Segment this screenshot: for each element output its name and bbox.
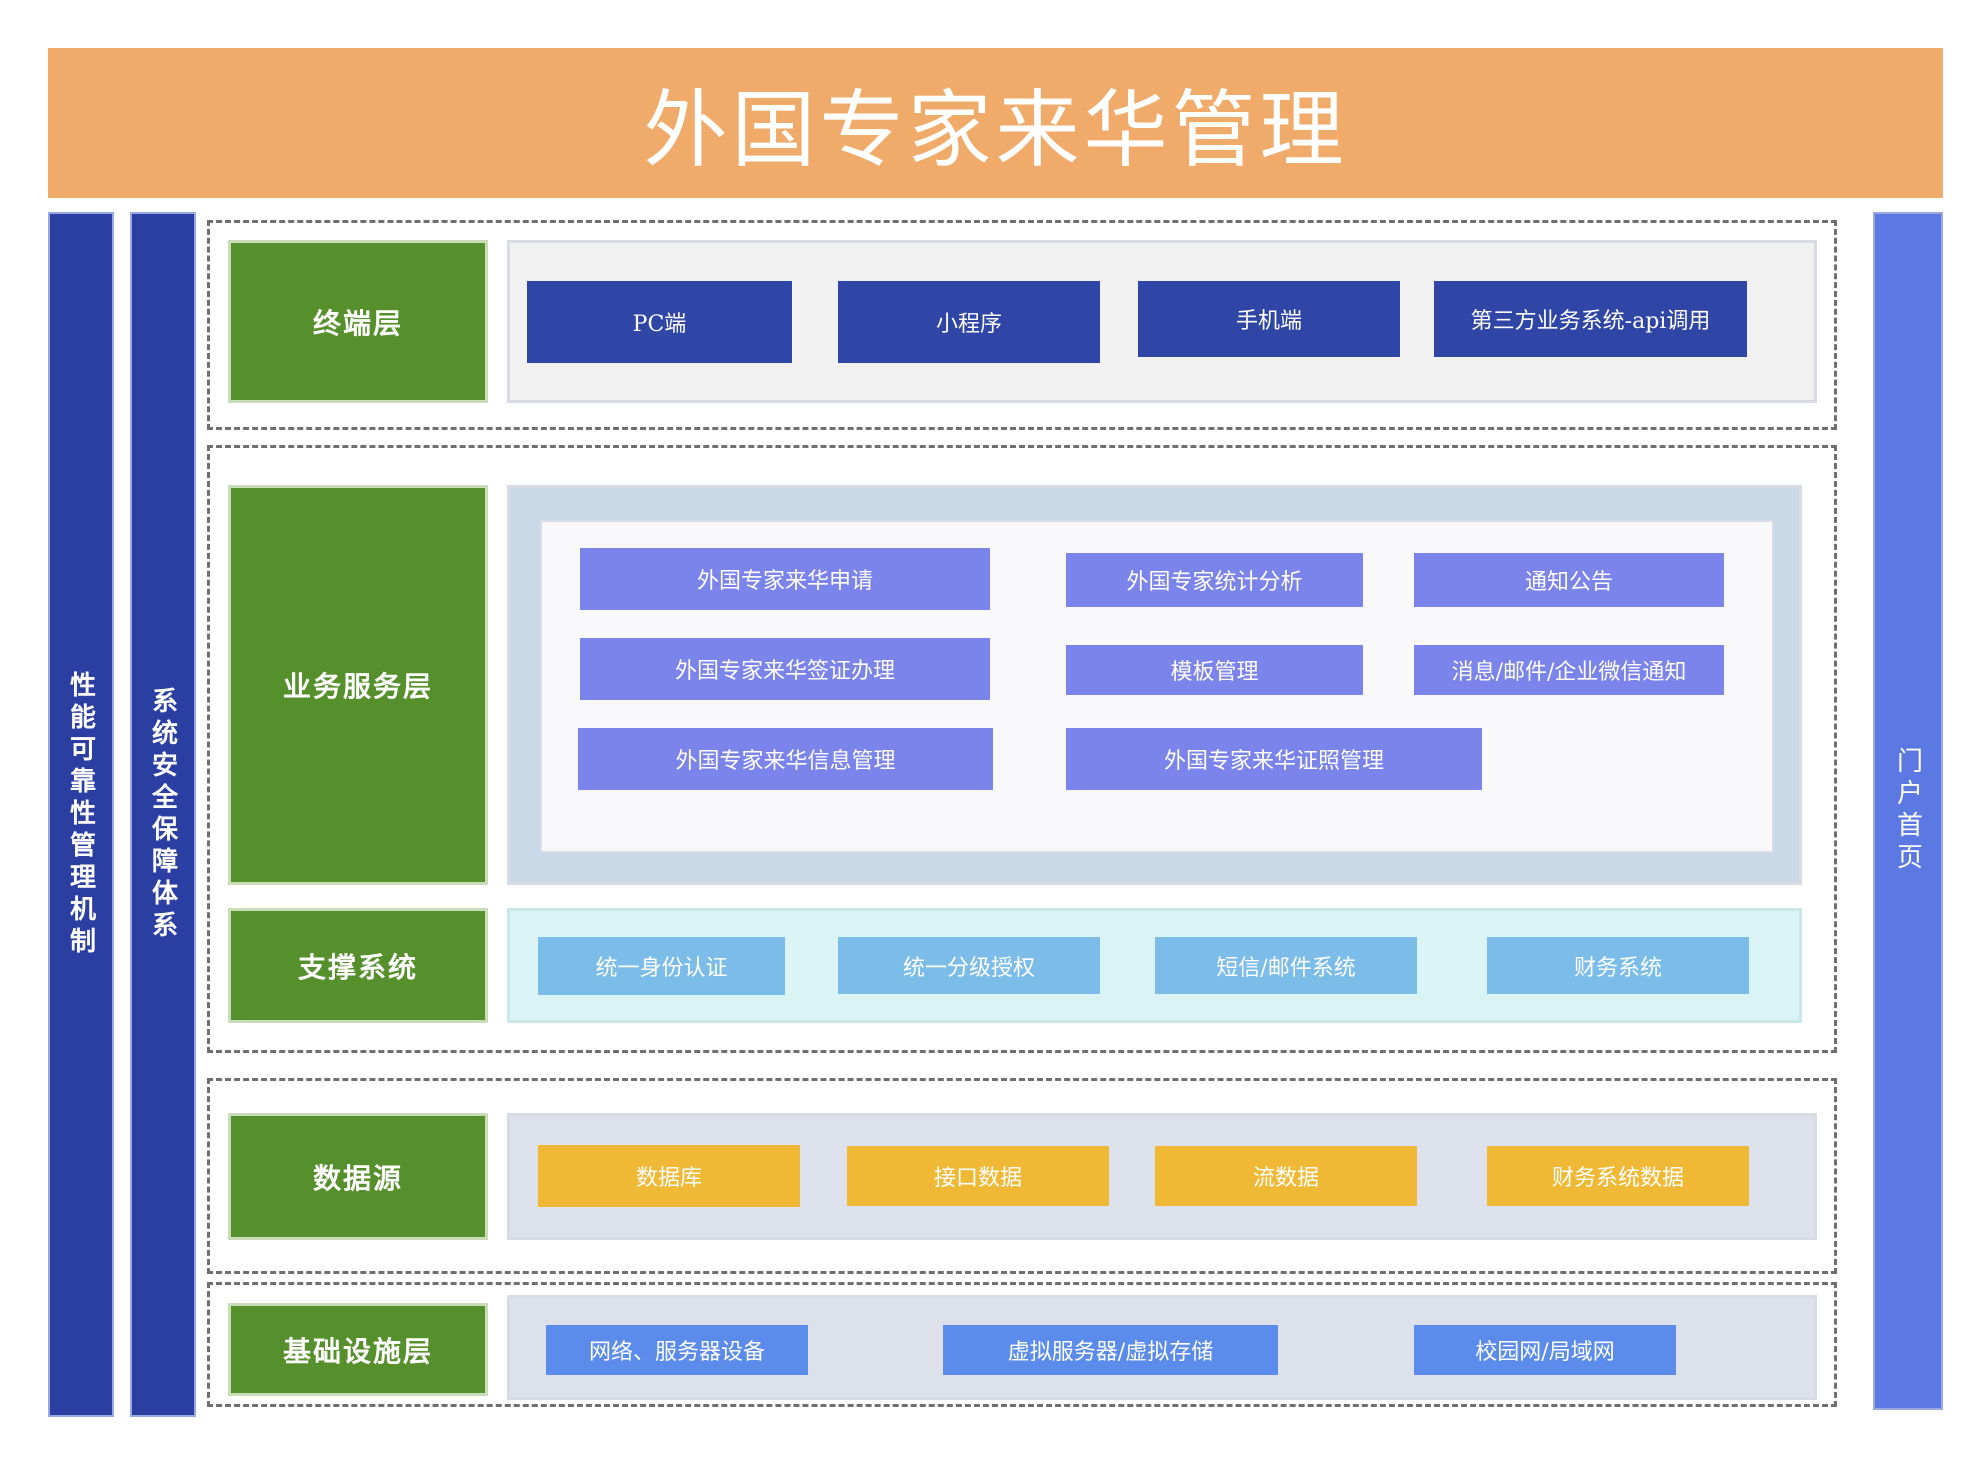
terminal-item-mobile[interactable]: 手机端	[1138, 281, 1400, 357]
business-item-application[interactable]: 外国专家来华申请	[580, 548, 990, 610]
layer-label-terminal: 终端层	[228, 240, 488, 403]
datasource-item-finance-data[interactable]: 财务系统数据	[1487, 1146, 1749, 1206]
business-item-notice[interactable]: 通知公告	[1414, 553, 1724, 607]
terminal-item-pc[interactable]: PC端	[527, 281, 792, 363]
business-item-license-management[interactable]: 外国专家来华证照管理	[1066, 728, 1482, 790]
layer-label-support: 支撑系统	[228, 908, 488, 1023]
infra-item-campus-lan[interactable]: 校园网/局域网	[1414, 1325, 1676, 1375]
layer-label-infra: 基础设施层	[228, 1303, 488, 1396]
vertical-bar-security: 系统安全保障体系	[130, 212, 196, 1417]
support-item-authorization[interactable]: 统一分级授权	[838, 937, 1100, 994]
infra-item-network-server[interactable]: 网络、服务器设备	[546, 1325, 808, 1375]
infra-item-virtual-storage[interactable]: 虚拟服务器/虚拟存储	[943, 1325, 1278, 1375]
terminal-item-miniprogram[interactable]: 小程序	[838, 281, 1100, 363]
layer-label-business: 业务服务层	[228, 485, 488, 885]
business-item-info-management[interactable]: 外国专家来华信息管理	[578, 728, 993, 790]
support-item-finance[interactable]: 财务系统	[1487, 937, 1749, 994]
support-item-auth[interactable]: 统一身份认证	[538, 937, 785, 995]
datasource-item-stream[interactable]: 流数据	[1155, 1146, 1417, 1206]
page-title: 外国专家来华管理	[48, 48, 1943, 198]
datasource-item-interface[interactable]: 接口数据	[847, 1146, 1109, 1206]
datasource-item-database[interactable]: 数据库	[538, 1145, 800, 1207]
layer-label-datasource: 数据源	[228, 1113, 488, 1240]
vertical-bar-portal-home[interactable]: 门户首页	[1873, 212, 1943, 1410]
terminal-item-third-party-api[interactable]: 第三方业务系统-api调用	[1434, 281, 1747, 357]
business-item-message-notify[interactable]: 消息/邮件/企业微信通知	[1414, 645, 1724, 695]
business-item-visa[interactable]: 外国专家来华签证办理	[580, 638, 990, 700]
vertical-bar-reliability: 性能可靠性管理机制	[48, 212, 114, 1417]
support-item-sms-email[interactable]: 短信/邮件系统	[1155, 937, 1417, 994]
business-item-statistics[interactable]: 外国专家统计分析	[1066, 553, 1363, 607]
business-item-template[interactable]: 模板管理	[1066, 645, 1363, 695]
